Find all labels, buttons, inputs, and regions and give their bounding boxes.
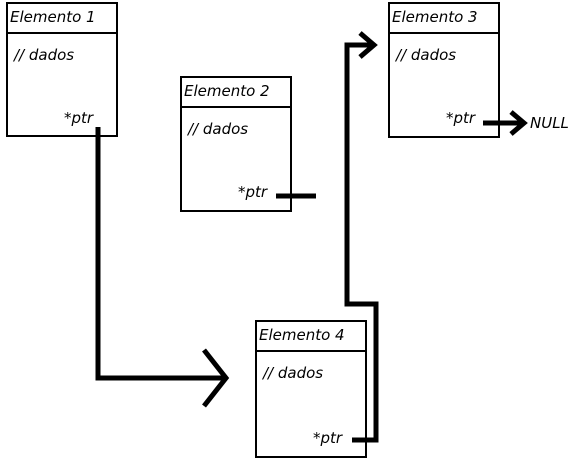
null-label: NULL bbox=[530, 114, 569, 132]
arrow-head-icon bbox=[358, 31, 378, 59]
node-title: Elemento 1 bbox=[8, 4, 116, 34]
node-elemento-4: Elemento 4 // dados *ptr bbox=[255, 320, 367, 458]
node-elemento-1: Elemento 1 // dados *ptr bbox=[6, 2, 118, 137]
node-title: Elemento 3 bbox=[390, 4, 498, 34]
node-title: Elemento 4 bbox=[257, 322, 365, 352]
node-elemento-2: Elemento 2 // dados *ptr bbox=[180, 76, 292, 212]
node-data-label: // dados bbox=[396, 46, 457, 64]
node-title: Elemento 2 bbox=[182, 78, 290, 108]
node-data-label: // dados bbox=[14, 46, 75, 64]
pointer-arrow-e4-to-e3 bbox=[344, 42, 379, 443]
node-data-label: // dados bbox=[263, 364, 324, 382]
node-elemento-3: Elemento 3 // dados *ptr bbox=[388, 2, 500, 138]
node-pointer-label: *ptr bbox=[446, 109, 476, 127]
node-pointer-label: *ptr bbox=[313, 429, 343, 447]
node-data-label: // dados bbox=[188, 120, 249, 138]
node-pointer-label: *ptr bbox=[64, 109, 94, 127]
arrow-head-icon bbox=[509, 110, 528, 136]
arrow-head-icon bbox=[202, 348, 230, 408]
pointer-arrow-e1-to-e4 bbox=[95, 127, 225, 381]
node-pointer-label: *ptr bbox=[238, 183, 268, 201]
